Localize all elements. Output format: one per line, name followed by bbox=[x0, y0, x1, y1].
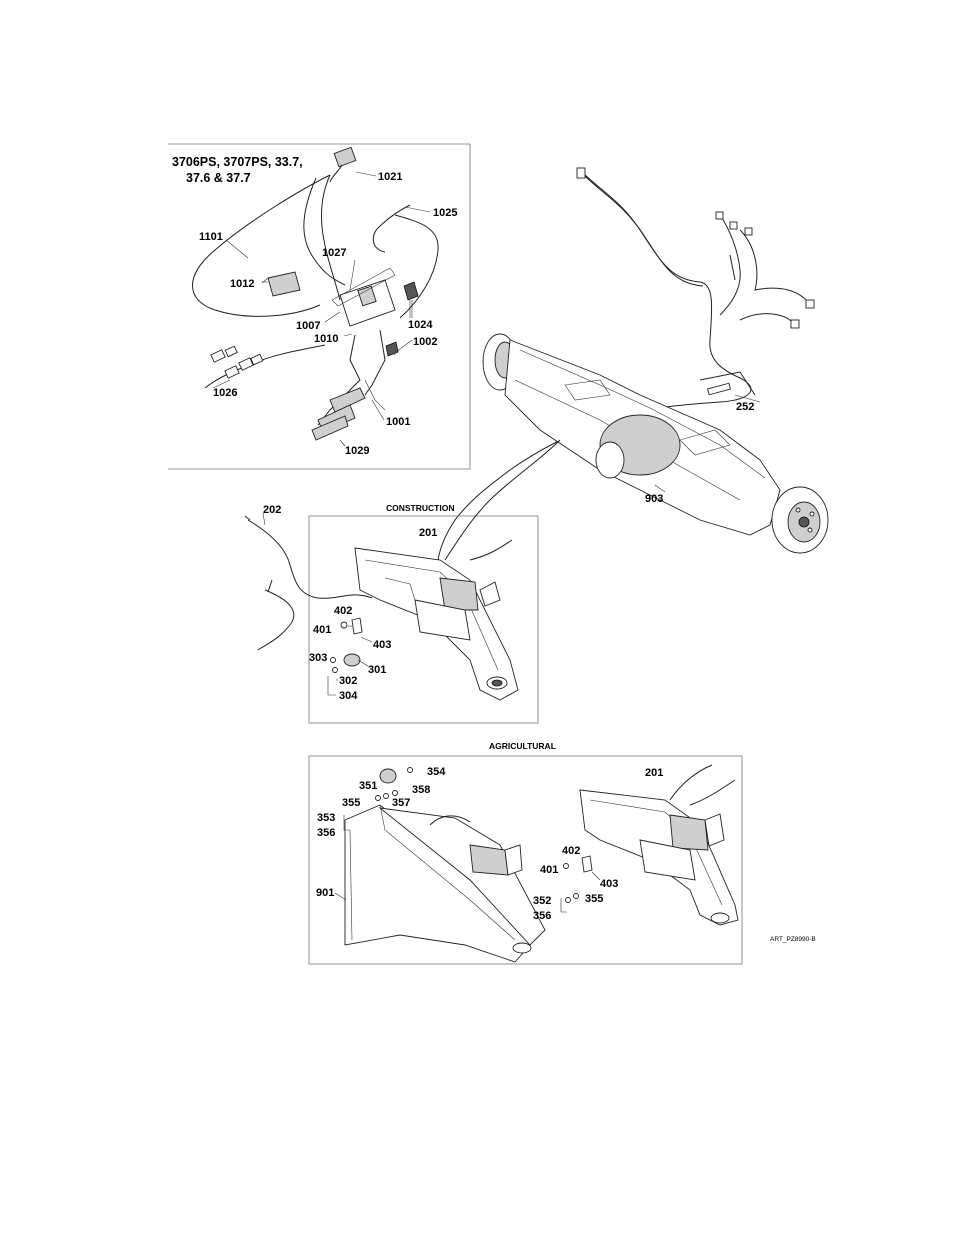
plate-402 bbox=[352, 618, 362, 634]
connectors-1026 bbox=[205, 345, 325, 388]
callout-903: 903 bbox=[645, 493, 663, 505]
callout-303: 303 bbox=[309, 652, 327, 664]
callout-1027: 1027 bbox=[322, 247, 346, 259]
callout-202: 202 bbox=[263, 504, 281, 516]
callout-352: 352 bbox=[533, 895, 551, 907]
callout-1025: 1025 bbox=[433, 207, 457, 219]
callout-1012: 1012 bbox=[230, 278, 254, 290]
callout-402-agri: 402 bbox=[562, 845, 580, 857]
inset-title-line-2: 37.6 & 37.7 bbox=[186, 171, 251, 185]
callout-1021: 1021 bbox=[378, 171, 402, 183]
callout-354: 354 bbox=[427, 766, 446, 778]
callout-304: 304 bbox=[339, 690, 358, 702]
callout-1010: 1010 bbox=[314, 333, 338, 345]
axle-903: 903 bbox=[483, 334, 828, 553]
relay-1012 bbox=[262, 272, 300, 296]
callout-401-construction: 401 bbox=[313, 624, 331, 636]
callout-351: 351 bbox=[359, 780, 377, 792]
callout-302: 302 bbox=[339, 675, 357, 687]
callout-403-construction: 403 bbox=[373, 639, 391, 651]
pedal-assembly-agri-right bbox=[580, 765, 738, 925]
callout-252: 252 bbox=[736, 401, 754, 413]
agricultural-panel: AGRICULTURAL 351 354 358 355 357 353 356… bbox=[309, 741, 816, 964]
callout-358: 358 bbox=[412, 784, 430, 796]
callout-1026: 1026 bbox=[213, 387, 237, 399]
pedal-assembly-construction bbox=[355, 440, 560, 700]
callout-402-construction: 402 bbox=[334, 605, 352, 617]
callout-901: 901 bbox=[316, 887, 334, 899]
bolt-401 bbox=[341, 622, 347, 628]
art-reference-id: ART_PZ8990-B bbox=[770, 936, 816, 943]
callout-356-agri-left: 356 bbox=[317, 827, 335, 839]
inset-title-line-1: 3706PS, 3707PS, 33.7, bbox=[172, 155, 303, 169]
ecu-module-1027 bbox=[332, 268, 395, 326]
agricultural-header: AGRICULTURAL bbox=[489, 741, 556, 751]
switch-1021 bbox=[334, 147, 356, 166]
callout-1007: 1007 bbox=[296, 320, 320, 332]
callout-1029: 1029 bbox=[345, 445, 369, 457]
callout-1001: 1001 bbox=[386, 416, 410, 428]
callout-1101: 1101 bbox=[199, 231, 223, 243]
callout-356-agri-right: 356 bbox=[533, 910, 551, 922]
plate-351 bbox=[380, 769, 396, 783]
callout-403-agri: 403 bbox=[600, 878, 618, 890]
callout-357: 357 bbox=[392, 797, 410, 809]
callout-401-agri: 401 bbox=[540, 864, 558, 876]
callout-353: 353 bbox=[317, 812, 335, 824]
callout-201-construction: 201 bbox=[419, 527, 437, 539]
construction-header: CONSTRUCTION bbox=[386, 503, 454, 513]
callout-301: 301 bbox=[368, 664, 386, 676]
plate-301 bbox=[344, 654, 360, 666]
sensor-1024 bbox=[404, 282, 418, 300]
construction-panel: CONSTRUCTION 202 20 bbox=[245, 440, 560, 723]
callout-201-agri: 201 bbox=[645, 767, 663, 779]
inset-panel: 3706PS, 3707PS, 33.7, 37.6 & 37.7 bbox=[168, 144, 470, 469]
callout-1024: 1024 bbox=[408, 319, 433, 331]
callout-355-agri-left: 355 bbox=[342, 797, 360, 809]
callout-1002: 1002 bbox=[413, 336, 437, 348]
harness-202 bbox=[248, 520, 372, 598]
callout-355-agri-right: 355 bbox=[585, 893, 603, 905]
